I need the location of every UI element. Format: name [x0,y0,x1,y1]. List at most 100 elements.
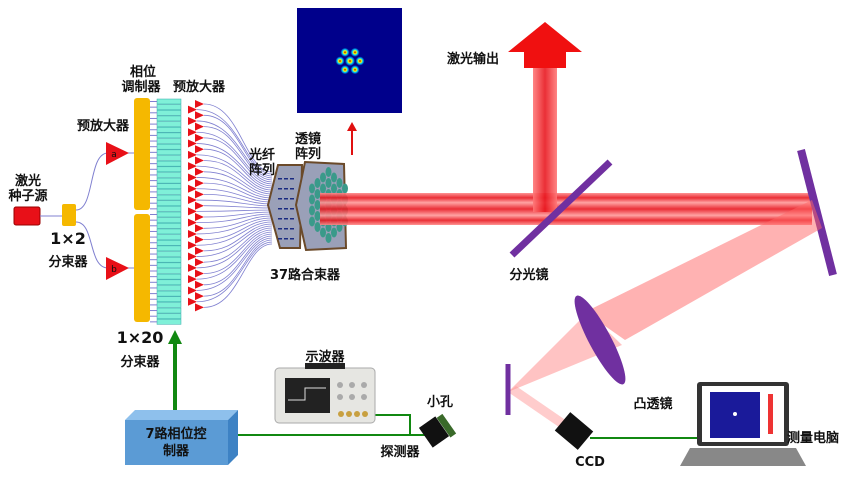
fiber-end [278,188,282,190]
lenslet [325,167,332,177]
amplifier-triangle [195,122,204,131]
lenslet [314,178,321,188]
amplifier-triangle [195,179,204,188]
fiber [203,148,273,189]
preamp-cell [156,262,182,269]
amplifier-triangle [195,224,204,233]
preamp-a [106,142,129,165]
fiber [203,160,273,193]
preamp-cell [156,110,182,116]
preamp-cell [156,189,182,195]
lenslet [320,227,326,238]
lenslet [309,216,315,227]
fiber-end [278,218,282,220]
measurement-computer [680,382,806,466]
fiber [196,143,273,187]
phase-modulator-upper [134,98,150,210]
fiber [203,215,273,229]
preamp-cell [156,273,182,280]
preamp-cell [156,172,182,178]
computer-label: 测量电脑 [787,430,839,446]
preamp-cell [156,228,182,235]
fiber-end [284,198,288,200]
preamp-cell [156,127,182,133]
amplifier-triangle [188,207,197,216]
amplifier-triangle [188,286,197,295]
preamp-cell [156,121,182,127]
beam-splitter-mirror [509,159,613,258]
laser-output-label: 激光输出 [447,51,499,67]
amplifier-triangle [195,213,204,221]
reflected-beam [585,200,822,340]
fiber [203,103,273,173]
preamp-cell [156,234,182,240]
preamp-cell [156,279,182,286]
amplifier-triangle [195,167,204,176]
preamp-cell [156,98,182,105]
amplifier-triangle [188,173,197,182]
pinhole-label: 小孔 [427,395,453,410]
lenslet [314,211,321,221]
spot [350,47,360,57]
fiber [196,109,273,175]
fiber [196,233,273,280]
fiber [196,165,273,195]
fiber-array [266,164,304,249]
spot [355,56,365,66]
spot [340,47,350,57]
amplifier-triangle [188,196,197,205]
fiber [203,239,273,297]
phase-controller [125,420,228,465]
convex-lens-label: 凸透镜 [633,396,672,412]
amplifier-triangle [195,190,204,199]
fiber-end [284,218,288,220]
controller-label-2: 制器 [163,443,190,459]
preamp-cell [156,132,182,139]
preamp-cell [156,290,182,297]
preamp-cell [156,307,182,314]
ccd-camera [554,412,594,450]
fiber-end [290,228,294,230]
laser-output-arrow [508,22,582,68]
preamp-array-label: 预放大器 [173,79,226,95]
fiber [203,194,273,205]
fiber [203,219,273,240]
amplifier-triangle [188,184,197,193]
lenslet [325,233,332,243]
amplifier-triangle [195,133,204,142]
amplifier-triangle [195,201,204,210]
fiber-bundle [196,103,273,308]
preamp-cell [156,206,182,212]
preamp-cell [156,211,182,218]
lenslet [309,205,315,216]
fiber-end [290,188,294,190]
fiber [203,171,273,197]
preamp-array [150,98,182,325]
lenslet [336,178,343,188]
amplifier-triangle [188,162,197,171]
preamp-cell [156,268,182,274]
fiber-to-amp-a [75,152,109,211]
fiber-array-dots [278,178,294,240]
convex-lens [574,295,626,385]
beam-splitter-label: 分光镜 [509,267,548,283]
preamp-cell [156,138,182,144]
fiber [196,221,273,246]
lenslet [309,183,315,194]
fiber [196,209,273,212]
fiber [203,137,273,185]
phase-modulator-lower [134,214,150,322]
combined-beam [320,193,812,225]
fiber [203,211,273,218]
preamp-cell [156,302,182,308]
amplifier-triangle [188,252,197,261]
output-beam [533,62,557,212]
far-field-spots [335,47,365,75]
seed-label-1: 激光 [15,173,41,189]
amplifier-triangle [188,275,197,284]
splitter120-ratio: 1×20 [117,328,164,347]
fiber-end [278,228,282,230]
fiber-end [290,208,294,210]
preamp-a-label: a [111,150,117,160]
